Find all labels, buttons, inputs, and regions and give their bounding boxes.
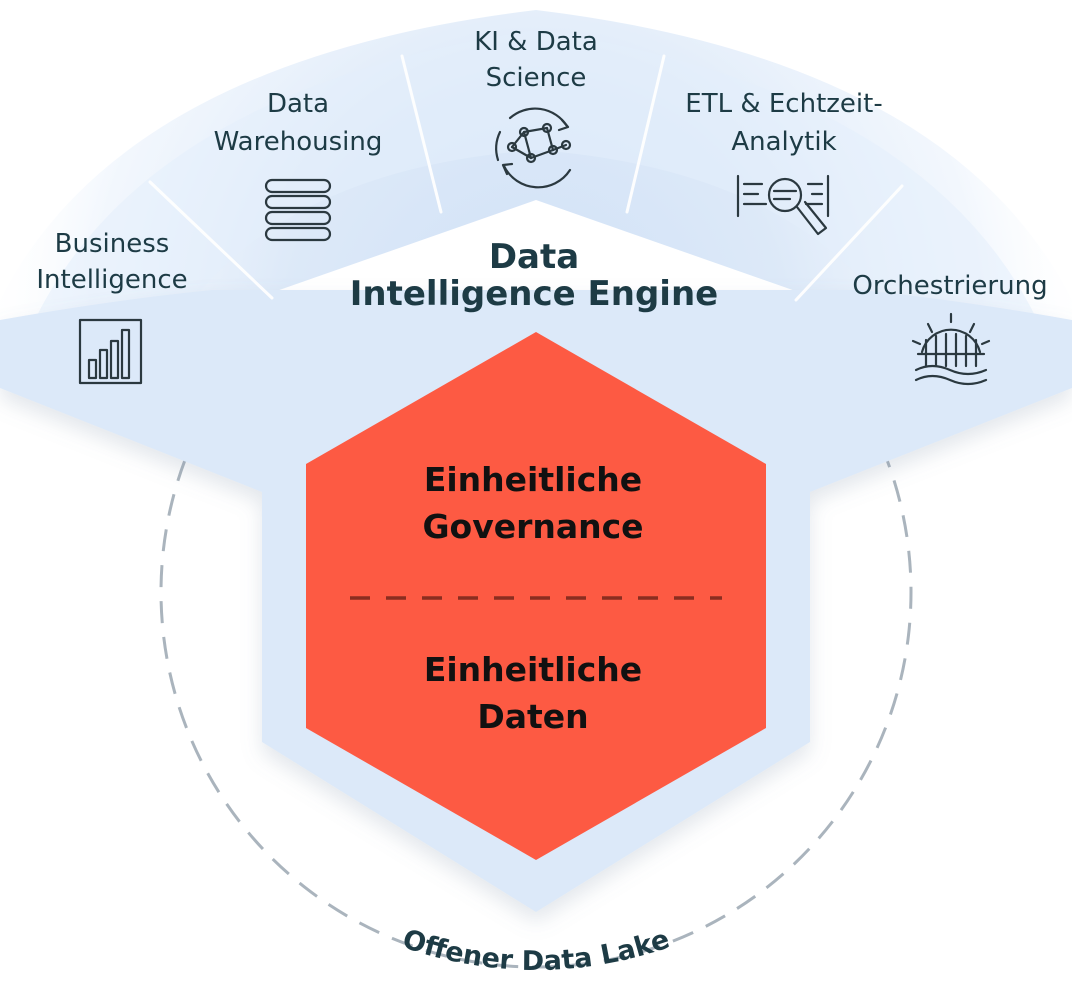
category-etl-echtzeit-analytik: ETL & Echtzeit- Analytik	[685, 89, 883, 236]
gear-workflow-icon	[911, 312, 991, 386]
data-lake-label: Offener Data Lake	[399, 924, 674, 977]
core-governance-line1: Einheitliche	[424, 460, 642, 499]
core-hexagon	[306, 332, 766, 860]
category-label-line2: Analytik	[731, 127, 836, 157]
category-label-line1: Business	[55, 229, 170, 259]
category-label-line1: ETL & Echtzeit-	[685, 89, 882, 119]
core-daten-line1: Einheitliche	[424, 650, 642, 689]
engine-title-line2: Intelligence Engine	[350, 274, 718, 314]
database-icon	[264, 178, 332, 242]
divider-lines	[148, 54, 904, 302]
engine-title-line1: Data	[489, 237, 579, 277]
category-label-line1: Orchestrierung	[852, 271, 1047, 301]
data-search-icon	[736, 174, 830, 236]
data-lake-circle	[159, 459, 913, 969]
engine-glow-upper	[30, 30, 1042, 330]
core-governance-line2: Governance	[422, 507, 643, 546]
category-label-line2: Intelligence	[36, 265, 187, 295]
category-label-line1: Data	[267, 89, 329, 119]
category-ki-data-science: KI & Data Science	[474, 27, 598, 189]
category-orchestrierung: Orchestrierung	[852, 271, 1048, 386]
network-cycle-icon	[495, 107, 572, 189]
category-data-warehousing: Data Warehousing	[214, 89, 383, 242]
core-daten-line2: Daten	[477, 697, 588, 736]
category-business-intelligence: Business Intelligence	[36, 229, 188, 385]
bar-chart-icon	[78, 318, 143, 385]
category-label-line2: Warehousing	[214, 127, 383, 157]
category-label-line2: Science	[486, 63, 587, 93]
category-label-line1: KI & Data	[474, 27, 598, 57]
